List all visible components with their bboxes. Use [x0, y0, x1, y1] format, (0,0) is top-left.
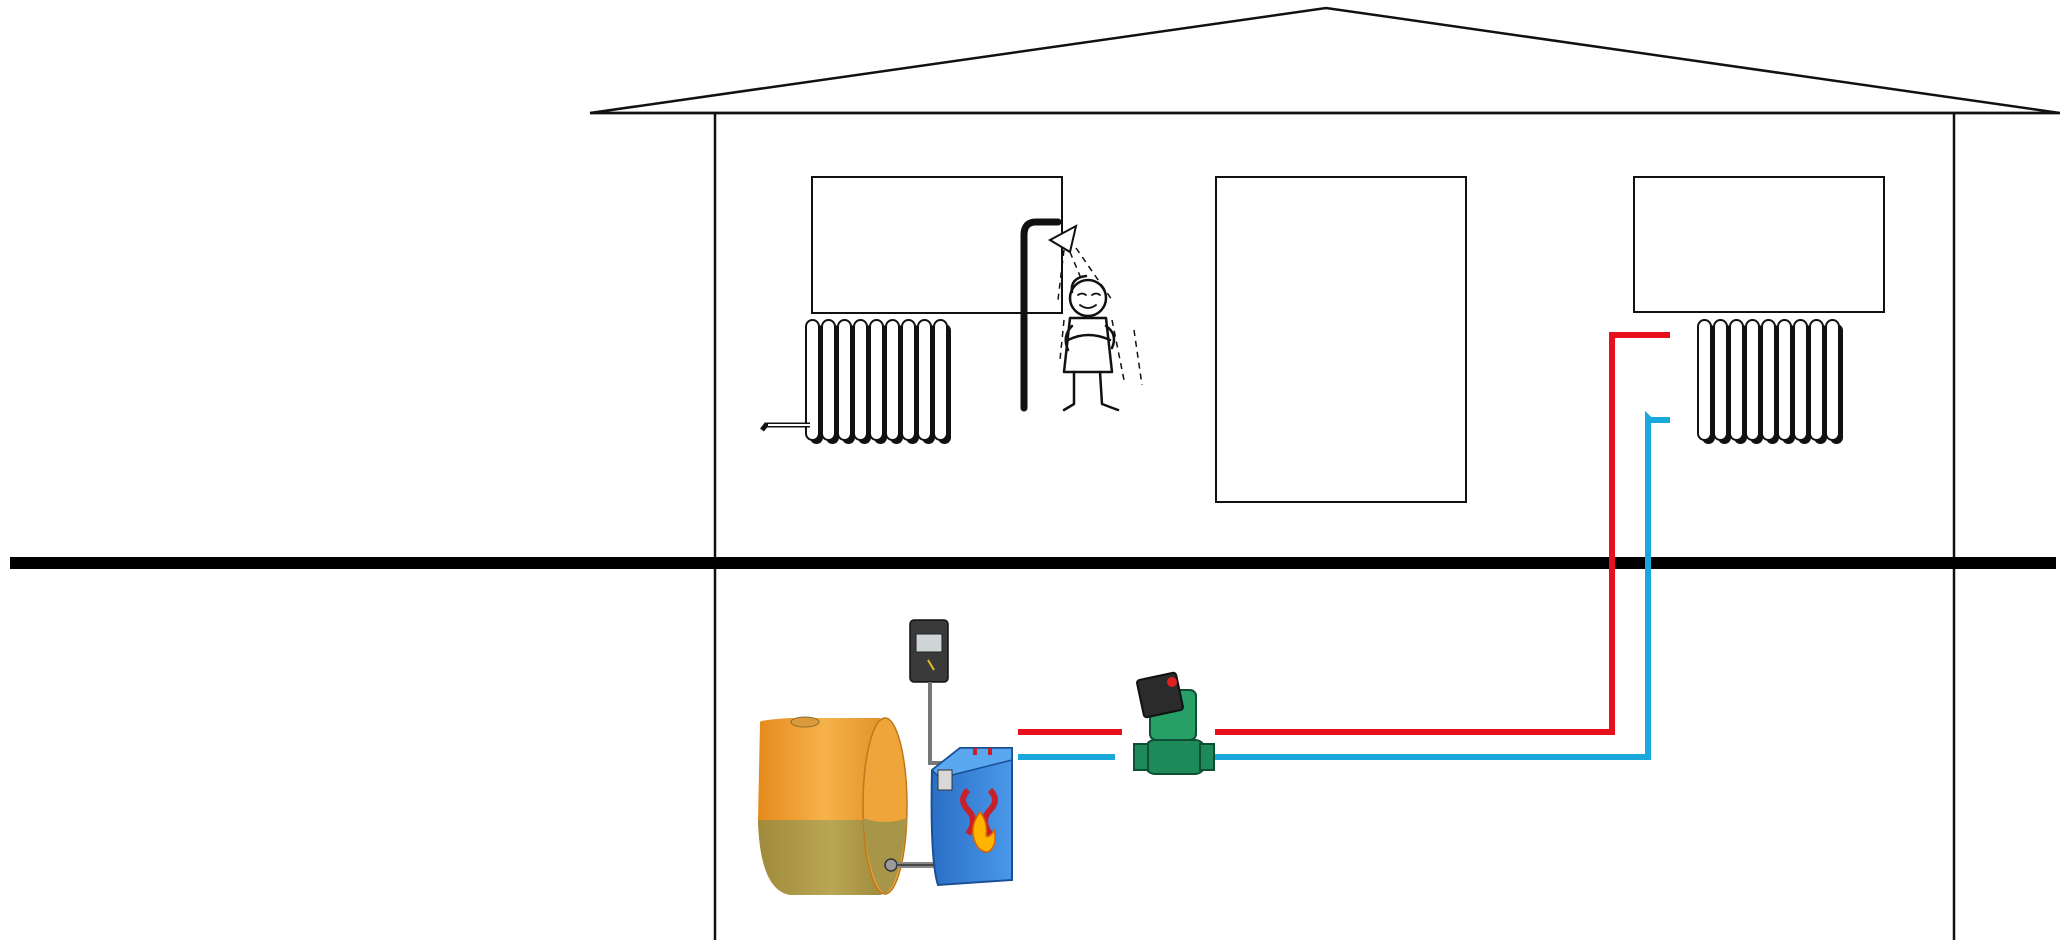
- oil-tank-icon: [758, 716, 908, 895]
- boiler-icon: [930, 747, 1013, 887]
- supply-pipe: [1018, 332, 1670, 735]
- house-roof-icon: [589, 6, 2060, 115]
- door-middle: [1215, 176, 1467, 503]
- radiator-fin: [1777, 319, 1792, 441]
- radiator-fin: [869, 319, 884, 441]
- circulation-pump-icon: [1133, 671, 1215, 775]
- house: [10, 6, 2060, 940]
- radiator-fin: [1809, 319, 1824, 441]
- radiator-fin: [853, 319, 868, 441]
- controller-icon: [909, 619, 949, 765]
- radiator-fin: [1729, 319, 1744, 441]
- return-pipe: [1018, 410, 1670, 760]
- radiator-fin: [933, 319, 948, 441]
- shower-icon: [1020, 218, 1143, 412]
- radiator-fin: [901, 319, 916, 441]
- floor-slab: [10, 557, 2056, 569]
- radiator-fin: [821, 319, 836, 441]
- person-showering-icon: [1062, 274, 1120, 412]
- radiator-fin: [1825, 319, 1840, 441]
- radiator-icon: [1697, 319, 1843, 444]
- radiator-fin: [885, 319, 900, 441]
- radiator-fin: [1793, 319, 1808, 441]
- window-right: [1633, 176, 1885, 313]
- radiator-fin: [917, 319, 932, 441]
- radiator-icon: [805, 319, 951, 444]
- radiator-fin: [1745, 319, 1760, 441]
- radiator-fin: [1697, 319, 1712, 441]
- radiator-fin: [837, 319, 852, 441]
- radiator-fin: [805, 319, 820, 441]
- radiator-fin: [1713, 319, 1728, 441]
- radiator-fin: [1761, 319, 1776, 441]
- windows: [811, 176, 1885, 503]
